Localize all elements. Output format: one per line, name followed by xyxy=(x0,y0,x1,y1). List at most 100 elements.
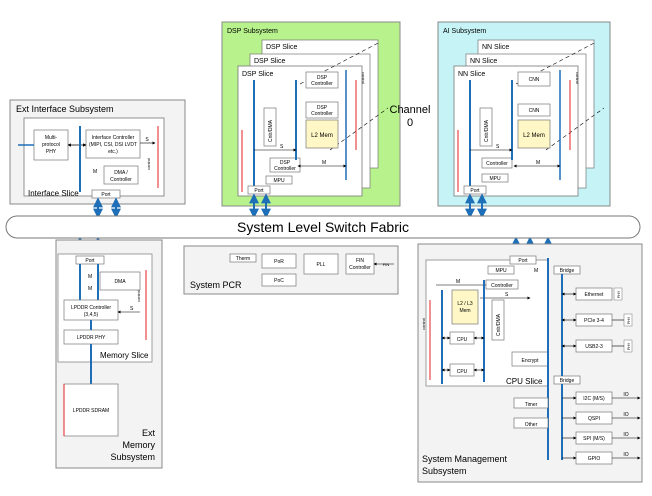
spi-io-label: IO xyxy=(623,432,628,438)
ext-interface-subsystem: Ext Interface Subsystem Interface Slice … xyxy=(9,99,186,205)
ai-mpu-label: MPU xyxy=(489,176,501,182)
phy-line2: protocol xyxy=(42,142,60,148)
dsp-controller-1 xyxy=(305,71,339,89)
therm-label: Therm xyxy=(236,256,250,262)
lpddr-phy-label: LPDDR PHY xyxy=(77,335,106,341)
gpio-label: GPIO xyxy=(588,456,601,462)
fin-controller-line1: FIN xyxy=(356,258,364,264)
pcie-label: PCIe 3-4 xyxy=(584,318,604,324)
ai-title: AI Subsystem xyxy=(443,28,486,35)
ai-control-label: control xyxy=(575,72,580,84)
bridge-bottom xyxy=(553,375,581,385)
sms-cntr-dma-label: Cntr/DMA xyxy=(496,313,502,336)
i2c-io-label: IO xyxy=(623,392,628,398)
bridge-top xyxy=(553,265,581,275)
sms-s-label: S xyxy=(505,292,509,298)
bridge-top-label: Bridge xyxy=(560,268,575,274)
nn-slice-front-label: NN Slice xyxy=(458,71,485,78)
dsp-slice-middle-label: DSP Slice xyxy=(254,58,285,65)
dsp-m-label: M xyxy=(322,160,326,166)
dsp-s-label: S xyxy=(280,144,284,150)
sms-port xyxy=(509,255,537,265)
ethernet-phy-label: PHY xyxy=(617,290,621,298)
por-block xyxy=(261,253,297,269)
dsp-slice-front-label: DSP Slice xyxy=(242,71,273,78)
l2-l3-mem-line2: Mem xyxy=(459,308,470,314)
ai-s-label: S xyxy=(496,144,500,150)
ai-l2-mem-label: L2 Mem xyxy=(523,133,545,139)
other-block xyxy=(513,417,549,429)
nn-slice-front xyxy=(453,65,579,197)
lpddr-sdram-label: LPDDR SDRAM xyxy=(73,408,109,414)
memory-s-label: S xyxy=(130,306,134,312)
dsp-slice-front xyxy=(237,65,363,197)
ai-mpu xyxy=(481,173,509,183)
qspi-io-label: IO xyxy=(623,412,628,418)
interface-control-label: control xyxy=(146,158,151,170)
cnn-1 xyxy=(517,71,551,87)
ext-memory-title-line1: Ext xyxy=(142,428,156,438)
ethernet-label: Ethernet xyxy=(585,292,605,298)
other-label: Other xyxy=(525,422,538,428)
channel-label-line2: 0 xyxy=(407,117,413,129)
timer-label: Timer xyxy=(525,402,538,408)
timer-block xyxy=(513,397,549,409)
memory-m-label-2: M xyxy=(88,286,92,292)
phy-line3: PHY xyxy=(46,149,57,155)
ext-memory-subsystem: Memory Slice Port DMA M M LPDDR Controll… xyxy=(55,239,163,469)
lpddr-sdram xyxy=(63,383,119,437)
interface-dma-line2: Controller xyxy=(110,177,132,183)
interface-slice-label: Interface Slice xyxy=(28,189,79,198)
dsp-cntr-dma xyxy=(263,107,277,147)
fin-controller xyxy=(345,253,375,275)
dsp-controller-2 xyxy=(305,101,339,119)
ext-interface-title: Ext Interface Subsystem xyxy=(16,104,114,114)
sms-cntr-dma xyxy=(491,299,505,341)
sms-mpu xyxy=(487,265,515,275)
i2c-label: I2C (M/S) xyxy=(583,396,605,402)
encrypt-label: Encrypt xyxy=(522,358,540,364)
cpu-slice-label: CPU Slice xyxy=(506,377,543,386)
bridge-bottom-label: Bridge xyxy=(560,378,575,384)
dsp-port xyxy=(247,185,271,195)
sms-m-label-port: M xyxy=(534,268,538,274)
fin-arrow-label: FIN xyxy=(383,262,390,267)
usb-label: USB2-3 xyxy=(585,344,603,350)
interface-controller-line3: etc.) xyxy=(108,149,118,155)
dsp-l2-mem-label: L2 Mem xyxy=(311,133,333,139)
lpddr-controller-line1: LPDDR Controller xyxy=(71,305,111,311)
nn-slice-middle-label: NN Slice xyxy=(470,58,497,65)
interface-port-label: Port xyxy=(101,192,111,198)
dsp-control-label: control xyxy=(361,72,366,84)
system-switch-fabric xyxy=(5,215,641,239)
l2-l3-mem-line1: L2 / L3 xyxy=(457,301,473,307)
memory-port-label: Port xyxy=(85,258,95,264)
dsp-subsystem: DSP Subsystem DSP Slice DSP Slice DSP Sl… xyxy=(221,21,401,207)
sms-port-label: Port xyxy=(518,258,528,264)
sms-mpu-label: MPU xyxy=(495,268,507,274)
interface-controller xyxy=(85,129,141,159)
sms-m-label: M xyxy=(456,279,460,285)
l2-l3-mem xyxy=(451,289,479,325)
sms-control-label: control xyxy=(421,318,426,330)
cpu-slice xyxy=(425,259,549,387)
poc-block xyxy=(261,273,297,287)
dsp-mpu xyxy=(265,175,293,185)
therm-block xyxy=(229,253,257,263)
dsp-l2-mem xyxy=(305,119,339,149)
cnn-2-label: CNN xyxy=(529,108,540,114)
interface-s-label: S xyxy=(145,137,149,143)
ai-port-label: Port xyxy=(470,188,480,194)
pll-label: PLL xyxy=(317,262,326,268)
lpddr-controller-line2: (3,4,5) xyxy=(84,312,99,318)
ai-l2-mem xyxy=(517,119,551,149)
interface-m-label: M xyxy=(93,169,97,175)
por-label: PoR xyxy=(274,259,284,265)
system-pcr: System PCR Therm PoR PoC PLL FIN Control… xyxy=(183,245,399,295)
dsp-stack-dash-2 xyxy=(329,107,389,151)
memory-dma xyxy=(99,271,141,291)
memory-control-label: control xyxy=(136,290,141,302)
ai-m-label: M xyxy=(536,160,540,166)
ai-subsystem: AI Subsystem NN Slice NN Slice NN Slice … xyxy=(437,21,611,207)
